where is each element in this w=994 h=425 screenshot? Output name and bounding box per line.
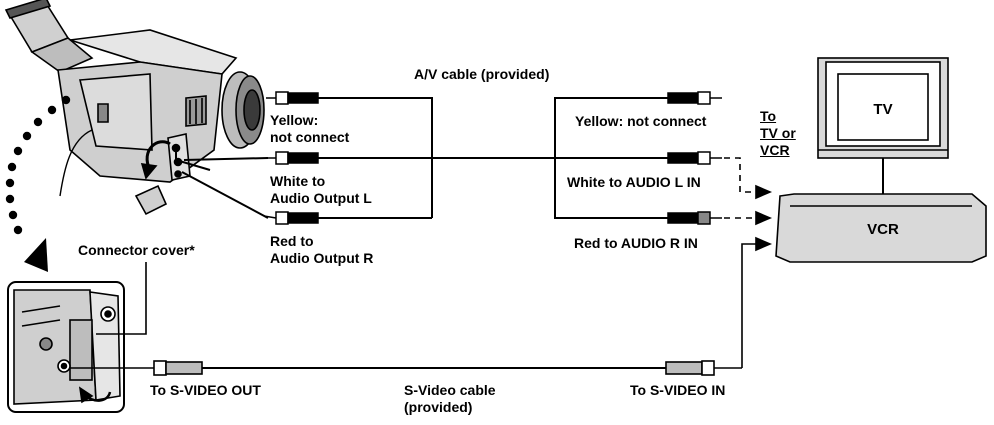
av-cable-title: A/V cable (provided) xyxy=(414,66,550,82)
red-right-label: Red to AUDIO R IN xyxy=(574,235,698,251)
svideo-cable xyxy=(70,360,742,376)
yellow-right-label: Yellow: not connect xyxy=(575,113,707,129)
red-left-label: Red to Audio Output R xyxy=(270,233,373,267)
red-left-line2: Audio Output R xyxy=(270,250,374,266)
svideo-cable-line1: S-Video cable xyxy=(404,382,496,398)
yellow-left-line1: Yellow: xyxy=(270,112,319,128)
svideo-cable-label: S-Video cable (provided) xyxy=(404,382,496,416)
connector-inset xyxy=(7,281,125,413)
white-left-label: White to Audio Output L xyxy=(270,173,372,207)
tv-label: TV xyxy=(873,101,892,118)
tv-illustration xyxy=(817,57,949,194)
to-note-line3: VCR xyxy=(760,142,790,158)
svideo-cable-line2: (provided) xyxy=(404,399,473,415)
to-note-line1: To xyxy=(760,108,777,124)
red-left-line1: Red to xyxy=(270,233,314,249)
white-left-line2: Audio Output L xyxy=(270,190,372,206)
connector-cover-leader xyxy=(96,262,147,335)
av-cable-wires xyxy=(175,97,668,219)
audio-arrows xyxy=(724,157,773,368)
vcr-label: VCR xyxy=(867,221,899,238)
svideo-out-label: To S-VIDEO OUT xyxy=(150,382,261,398)
rca-plug-yellow-left xyxy=(266,91,319,105)
to-note-line2: TV or xyxy=(760,125,796,141)
yellow-left-label: Yellow: not connect xyxy=(270,112,349,146)
rca-plug-white-right xyxy=(667,151,722,165)
connector-cover-label: Connector cover* xyxy=(78,242,195,258)
svideo-in-label: To S-VIDEO IN xyxy=(630,382,726,398)
dotted-arc xyxy=(5,95,71,272)
yellow-left-line2: not connect xyxy=(270,129,350,145)
vcr-illustration xyxy=(775,193,987,263)
rca-plug-red-left xyxy=(263,211,319,225)
rca-plug-red-right xyxy=(667,211,722,225)
to-tv-or-vcr-note: To TV or VCR xyxy=(760,108,796,159)
rca-plug-white-left xyxy=(266,151,319,165)
white-right-label: White to AUDIO L IN xyxy=(567,174,701,190)
camcorder-illustration xyxy=(4,0,265,216)
rca-plug-yellow-right xyxy=(667,91,722,105)
white-left-line1: White to xyxy=(270,173,326,189)
